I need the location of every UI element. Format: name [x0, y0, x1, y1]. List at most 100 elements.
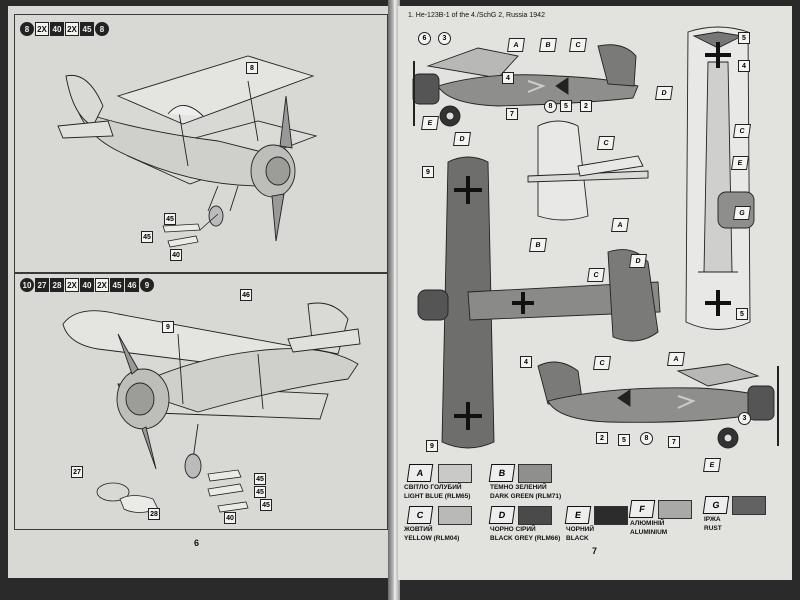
profile-callout: 4: [502, 72, 514, 84]
under-view-callout: 5: [738, 32, 750, 44]
step-1-callout: 40: [170, 249, 182, 261]
profile-callout: 5: [618, 434, 630, 446]
color-callout: B: [539, 38, 557, 52]
legend-letter-c: C: [406, 506, 434, 524]
step-1-part-badge: 45: [80, 22, 94, 36]
step-1-callout: 45: [164, 213, 176, 225]
step-1-part-badge: 2X: [35, 22, 49, 36]
color-callout: A: [507, 38, 525, 52]
legend-letter-a: A: [406, 464, 434, 482]
step-1-callout: 8: [246, 62, 258, 74]
step-2-part-badge: 9: [140, 278, 154, 292]
color-callout: E: [731, 156, 749, 170]
color-callout: D: [453, 132, 471, 146]
profile-callout: 7: [668, 436, 680, 448]
color-callout: E: [421, 116, 439, 130]
legend-letter-b: B: [488, 464, 516, 482]
profile-callout: 7: [506, 108, 518, 120]
legend-label-d-ua: ЧОРНО СІРИЙ: [490, 526, 536, 533]
page-number: 6: [194, 538, 200, 548]
profile-callout: 2: [596, 432, 608, 444]
right-side-profile: [537, 361, 779, 449]
legend-letter-f: F: [628, 500, 656, 518]
color-callout: D: [655, 86, 673, 100]
step-2-callout: 27: [71, 466, 83, 478]
legend-letter-d: D: [488, 506, 516, 524]
step-2-aircraft-drawing: [62, 302, 361, 513]
under-view-callout: 4: [738, 60, 750, 72]
legend-label-c-ua: ЖОВТИЙ: [404, 526, 433, 533]
legend-label-c-en: YELLOW (RLM04): [404, 535, 460, 542]
legend-swatch-e: [594, 506, 628, 525]
step-1-callout: 45: [141, 231, 153, 243]
color-callout: C: [597, 136, 615, 150]
legend-label-f-ua: АЛЮМІНІЙ: [630, 520, 665, 527]
profile-callout: 8: [640, 432, 653, 445]
profile-callout: 6: [418, 32, 431, 45]
step-2-part-badge: 2X: [65, 278, 79, 292]
step-1-frame: [14, 14, 388, 274]
color-callout: E: [703, 458, 721, 472]
right-page: 1. He-123B-1 of the 4./SchG 2, Russia 19…: [398, 6, 792, 580]
left-page: 8 2X 40 2X 45 8: [8, 6, 390, 578]
book-spine: [388, 0, 400, 600]
legend-label-a-en: LIGHT BLUE (RLM65): [404, 493, 471, 500]
under-view: [685, 26, 755, 330]
step-2-part-badge: 28: [50, 278, 64, 292]
color-callout: D: [629, 254, 647, 268]
small-side-view: [527, 120, 649, 221]
legend-letter-e: E: [564, 506, 592, 524]
left-side-profile: [412, 44, 639, 127]
legend-label-b-en: DARK GREEN (RLM71): [490, 493, 562, 500]
legend-letter-g: G: [702, 496, 730, 514]
profile-callout: 8: [544, 100, 557, 113]
step-2-callout: 9: [162, 321, 174, 333]
profile-callout: 3: [438, 32, 451, 45]
color-callout: C: [733, 124, 751, 138]
page-number: 7: [592, 546, 598, 556]
legend-swatch-f: [658, 500, 692, 519]
color-callout: C: [587, 268, 605, 282]
legend-label-d-en: BLACK GREY (RLM66): [490, 535, 561, 542]
legend-swatch-g: [732, 496, 766, 515]
step-2-part-badge: 2X: [95, 278, 109, 292]
step-2-callout: 40: [224, 512, 236, 524]
step-1-part-badge: 2X: [65, 22, 79, 36]
step-1-part-badge: 40: [50, 22, 64, 36]
profile-callout: 5: [560, 100, 572, 112]
scheme-title: 1. He-123B-1 of the 4./SchG 2, Russia 19…: [408, 12, 545, 19]
top-view-callout: 9: [426, 440, 438, 452]
step-2-part-badge: 45: [110, 278, 124, 292]
legend-label-b-ua: ТЕМНО ЗЕЛЕНИЙ: [490, 484, 547, 491]
legend-swatch-a: [438, 464, 472, 483]
legend-label-g-en: RUST: [704, 525, 722, 532]
legend-swatch-d: [518, 506, 552, 525]
profile-callout: 4: [520, 356, 532, 368]
legend-label-e-en: BLACK: [566, 535, 589, 542]
step-2-callout: 46: [240, 289, 252, 301]
legend-label-a-ua: СВІТЛО ГОЛУБИЙ: [404, 484, 462, 491]
legend-label-f-en: ALUMINIUM: [630, 529, 668, 536]
top-view-callout: 9: [422, 166, 434, 178]
step-2-callout: 45: [254, 486, 266, 498]
step-2-part-badge: 10: [20, 278, 34, 292]
legend-label-g-ua: ІРЖА: [704, 516, 721, 523]
step-1-part-badge: 8: [20, 22, 34, 36]
legend-label-e-ua: ЧОРНИЙ: [566, 526, 594, 533]
color-callout: C: [569, 38, 587, 52]
step-2-callout: 28: [148, 508, 160, 520]
color-callout: B: [529, 238, 547, 252]
legend-swatch-c: [438, 506, 472, 525]
step-2-part-badge: 27: [35, 278, 49, 292]
profile-callout: 2: [580, 100, 592, 112]
under-view-callout: 5: [736, 308, 748, 320]
step-1-part-badge: 8: [95, 22, 109, 36]
step-1-aircraft-drawing: [57, 55, 318, 248]
color-callout: A: [667, 352, 685, 366]
step-2-part-badge: 46: [125, 278, 139, 292]
color-callout: G: [733, 206, 751, 220]
color-callout: C: [593, 356, 611, 370]
top-view: [417, 156, 661, 449]
profile-callout: 3: [738, 412, 751, 425]
legend-swatch-b: [518, 464, 552, 483]
